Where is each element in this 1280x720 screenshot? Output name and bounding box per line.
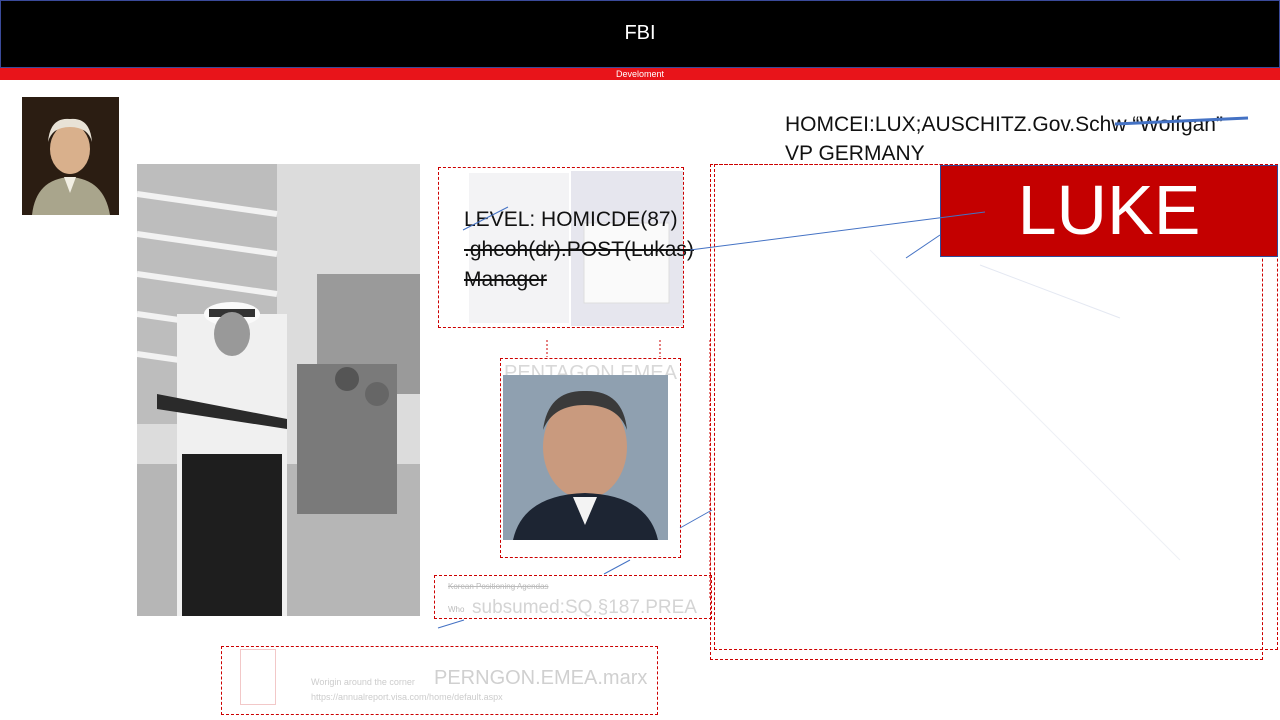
- large-frame-inner: [714, 164, 1278, 650]
- connector-pentagon: [679, 509, 713, 529]
- luke-banner: [940, 165, 1278, 257]
- subsumed-box: [434, 575, 712, 619]
- vp-germany-text: VP GERMANY: [785, 142, 925, 165]
- level-manager-text: Manager: [464, 268, 547, 291]
- header-bar: [0, 0, 1280, 68]
- man-portrait-photo: [503, 375, 668, 540]
- accent-bar-text: Develoment: [615, 69, 665, 79]
- connector-subsumed: [603, 559, 631, 575]
- subsumed-text: subsumed:SQ.§187.PREA: [472, 597, 697, 618]
- perngon-url-text: https://annualreport.visa.com/home/defau…: [311, 692, 503, 702]
- luke-label: LUKE: [1017, 171, 1201, 249]
- perngon-small-text: Worigin around the corner: [311, 677, 415, 687]
- level-homicide-text: LEVEL: HOMICDE(87): [464, 208, 678, 231]
- level-post-text: .gheoh(dr).POST(Lukas): [464, 238, 694, 261]
- level-box: [438, 167, 685, 328]
- subsumed-small-text-1: Korean Positioning Agendas: [448, 582, 549, 591]
- portrait-image: [22, 97, 119, 215]
- homcei-text: HOMCEI:LUX;AUSCHITZ.Gov.Schw “Wolfgan”: [785, 113, 1223, 136]
- perngon-text: PERNGON.EMEA.marx: [434, 667, 648, 689]
- perngon-inner-frame: [240, 649, 276, 705]
- pentagon-box: [500, 358, 681, 558]
- header-title: FBI: [624, 22, 656, 44]
- policeman-photo: [137, 164, 420, 616]
- perngon-box: [221, 646, 658, 715]
- subsumed-small-text-2: Who: [448, 605, 465, 614]
- accent-bar: [0, 68, 1280, 80]
- connector-perngon: [437, 619, 465, 629]
